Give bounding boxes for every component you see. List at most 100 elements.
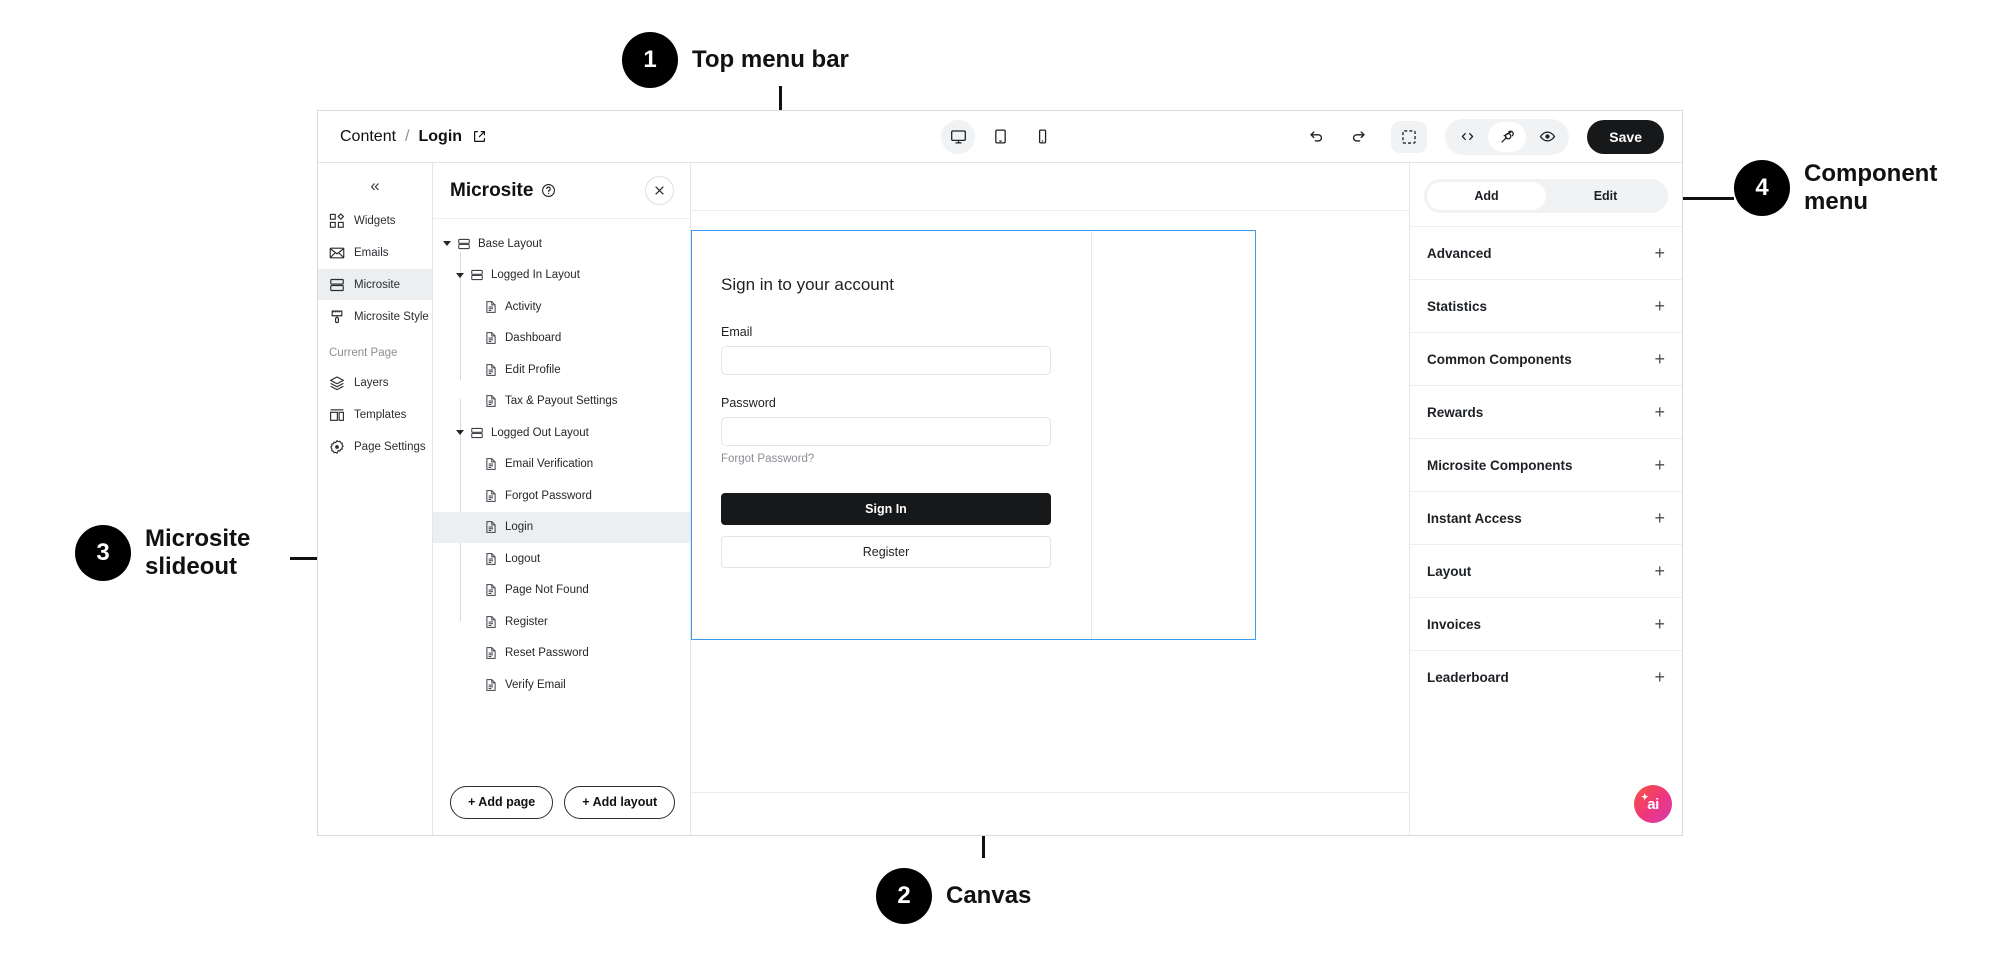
password-label: Password <box>721 396 776 410</box>
component-section-leaderboard[interactable]: Leaderboard + <box>1410 650 1682 703</box>
tree-row-label: Email Verification <box>505 458 594 471</box>
email-field[interactable] <box>721 346 1051 375</box>
callout-badge-4: 4 <box>1734 160 1790 217</box>
plus-icon[interactable]: + <box>1654 402 1665 422</box>
microsite-icon <box>329 277 345 293</box>
slideout-header: Microsite <box>433 163 690 219</box>
tree-guide <box>460 252 461 380</box>
tree-row-label: Reset Password <box>505 647 589 660</box>
tab-edit[interactable]: Edit <box>1546 182 1665 210</box>
component-section-instant-access[interactable]: Instant Access + <box>1410 491 1682 544</box>
component-section-microsite-components[interactable]: Microsite Components + <box>1410 438 1682 491</box>
component-section-invoices[interactable]: Invoices + <box>1410 597 1682 650</box>
undo-icon[interactable] <box>1299 120 1333 154</box>
tree-row-selected[interactable]: Login <box>433 511 690 543</box>
tab-add[interactable]: Add <box>1427 182 1546 210</box>
code-icon[interactable] <box>1448 122 1486 152</box>
tree-row[interactable]: Activity <box>433 291 690 323</box>
add-layout-button[interactable]: + Add layout <box>564 785 676 819</box>
redo-icon[interactable] <box>1341 120 1375 154</box>
rail-item-page-settings[interactable]: Page Settings <box>318 431 432 462</box>
close-icon[interactable] <box>645 176 674 205</box>
design-icon[interactable] <box>1488 121 1527 152</box>
plus-icon[interactable]: + <box>1654 296 1665 316</box>
microsite-slideout: Microsite <box>433 163 691 835</box>
chevron-down-icon[interactable] <box>443 239 452 248</box>
rail-item-widgets[interactable]: Widgets <box>318 205 432 236</box>
component-section-rewards[interactable]: Rewards + <box>1410 385 1682 438</box>
tree-row[interactable]: Page Not Found <box>433 575 690 607</box>
tree-row-label: Page Not Found <box>505 584 589 597</box>
tree-row-label: Forgot Password <box>505 489 592 502</box>
page-icon <box>484 552 498 566</box>
tree-row-label: Register <box>505 615 548 628</box>
view-mode-group <box>1445 118 1570 155</box>
breadcrumb-current[interactable]: Login <box>418 127 463 145</box>
page-icon <box>484 331 498 345</box>
rail-item-layers[interactable]: Layers <box>318 367 432 398</box>
preview-icon[interactable] <box>1528 122 1566 152</box>
component-section-common-components[interactable]: Common Components + <box>1410 332 1682 385</box>
tree-row[interactable]: Dashboard <box>433 323 690 355</box>
tree-row[interactable]: Email Verification <box>433 449 690 481</box>
section-label: Common Components <box>1427 351 1572 367</box>
tree-row[interactable]: Logged In Layout <box>433 260 690 292</box>
breadcrumb-root[interactable]: Content <box>340 127 397 145</box>
help-circle-icon[interactable] <box>541 183 556 198</box>
add-page-button[interactable]: + Add page <box>450 785 554 819</box>
ai-assistant-button[interactable]: ✦ ai <box>1634 785 1672 823</box>
sign-in-button[interactable]: Sign In <box>721 493 1051 525</box>
external-link-icon[interactable] <box>473 130 486 143</box>
rail-label: Microsite Style <box>354 310 429 323</box>
password-field[interactable] <box>721 417 1051 446</box>
forgot-password-link[interactable]: Forgot Password? <box>721 453 815 465</box>
tree-row-label: Login <box>505 521 534 534</box>
plus-icon[interactable]: + <box>1654 455 1665 475</box>
section-label: Advanced <box>1427 245 1492 261</box>
component-section-advanced[interactable]: Advanced + <box>1410 226 1682 279</box>
canvas[interactable]: Sign in to your account Email Password F… <box>691 163 1410 835</box>
plus-icon[interactable]: + <box>1654 667 1665 687</box>
tree-row[interactable]: Register <box>433 606 690 638</box>
rail-item-microsite[interactable]: Microsite <box>318 269 432 300</box>
envelope-icon <box>329 245 345 261</box>
device-preview-group <box>941 119 1059 154</box>
plus-icon[interactable]: + <box>1654 561 1665 581</box>
callout-label-1: Top menu bar <box>692 45 849 73</box>
tree-row[interactable]: Verify Email <box>433 669 690 701</box>
rail-item-microsite-style[interactable]: Microsite Style <box>318 301 432 332</box>
canvas-bottom-rule <box>691 792 1409 793</box>
tree-row[interactable]: Edit Profile <box>433 354 690 386</box>
tree-row[interactable]: Logged Out Layout <box>433 417 690 449</box>
plus-icon[interactable]: + <box>1654 508 1665 528</box>
tree-row[interactable]: Base Layout <box>433 228 690 260</box>
tablet-icon[interactable] <box>983 120 1017 154</box>
callout-component-menu: 4 Component menu <box>1734 160 1937 217</box>
save-button[interactable]: Save <box>1587 119 1664 154</box>
plus-icon[interactable]: + <box>1654 349 1665 369</box>
rail-item-emails[interactable]: Emails <box>318 237 432 268</box>
frame-select-icon[interactable] <box>1391 120 1428 153</box>
rail-item-templates[interactable]: Templates <box>318 399 432 430</box>
page-icon <box>484 520 498 534</box>
register-button[interactable]: Register <box>721 536 1051 568</box>
chevron-down-icon[interactable] <box>456 428 465 437</box>
section-label: Layout <box>1427 563 1472 579</box>
tree-row[interactable]: Logout <box>433 543 690 575</box>
chevron-down-icon[interactable] <box>456 271 465 280</box>
collapse-chevrons-icon[interactable]: « <box>370 176 380 195</box>
layout-icon <box>470 268 484 282</box>
plus-icon[interactable]: + <box>1654 243 1665 263</box>
callout-badge-2: 2 <box>876 868 932 924</box>
selected-frame[interactable]: Sign in to your account Email Password F… <box>691 230 1256 640</box>
plus-icon[interactable]: + <box>1654 614 1665 634</box>
component-section-statistics[interactable]: Statistics + <box>1410 279 1682 332</box>
desktop-icon[interactable] <box>941 119 975 154</box>
tree-row[interactable]: Tax & Payout Settings <box>433 386 690 418</box>
tree-row[interactable]: Reset Password <box>433 638 690 670</box>
rail-label: Widgets <box>354 214 396 227</box>
section-label: Invoices <box>1427 616 1482 632</box>
mobile-icon[interactable] <box>1025 120 1059 154</box>
tree-row[interactable]: Forgot Password <box>433 480 690 512</box>
component-section-layout[interactable]: Layout + <box>1410 544 1682 597</box>
